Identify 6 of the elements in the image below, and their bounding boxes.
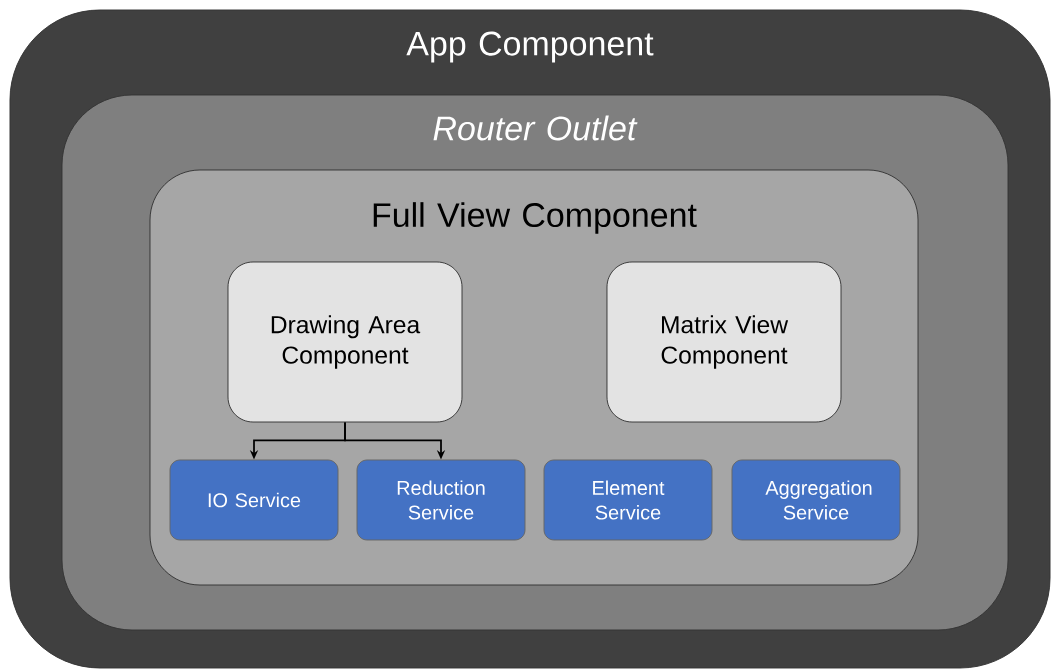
component-box: Drawing Area Component [227,261,463,423]
service-box: Aggregation Service [731,459,901,541]
service-box: Reduction Service [356,459,526,541]
service-box: IO Service [169,459,339,541]
component-box: Matrix View Component [606,261,842,423]
service-box: Element Service [543,459,713,541]
